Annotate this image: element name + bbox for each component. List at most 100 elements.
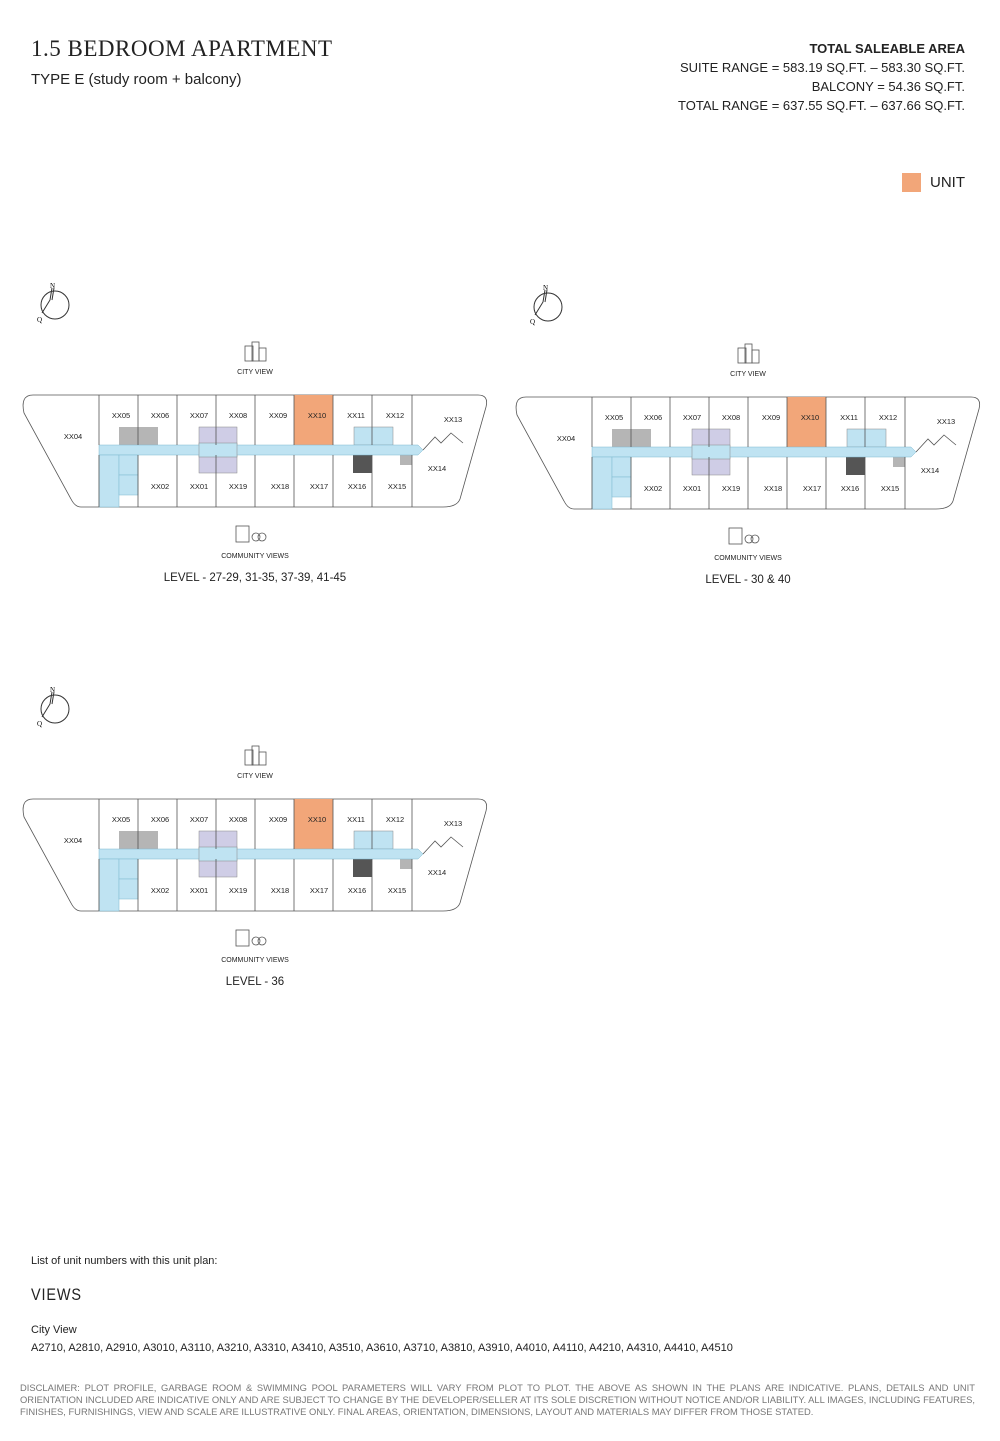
area-summary: TOTAL SALEABLE AREA SUITE RANGE = 583.19… [678, 39, 965, 115]
compass-circle [40, 290, 70, 320]
community-views-icon [235, 525, 267, 543]
building [728, 527, 743, 545]
stair [591, 456, 613, 510]
compass-icon: NQ [37, 686, 70, 728]
compass-q: Q [530, 318, 535, 326]
compass-needle [534, 289, 548, 316]
stair-landing [118, 454, 139, 476]
lift-lobby-center [198, 846, 238, 862]
area-heading: TOTAL SALEABLE AREA [809, 41, 965, 56]
garbage-room [119, 427, 158, 445]
unit-label: XX11 [840, 413, 858, 422]
compass-q: Q [37, 316, 42, 324]
unit-label: XX09 [762, 413, 780, 422]
unit-label: XX19 [229, 482, 247, 491]
community-views-icon [728, 527, 760, 545]
legend: UNIT [902, 173, 965, 192]
unit-label: XX10 [801, 413, 819, 422]
shaft [353, 455, 372, 473]
balcony-edge [422, 836, 464, 855]
unit-label: XX10 [308, 815, 326, 824]
compass-circle [40, 694, 70, 724]
unit-label: XX19 [722, 484, 740, 493]
unit-label: XX18 [271, 886, 289, 895]
unit-label: XX05 [605, 413, 623, 422]
shaft [846, 457, 865, 475]
total-range: TOTAL RANGE = 637.55 SQ.FT. – 637.66 SQ.… [678, 98, 965, 113]
unit-label: XX14 [428, 868, 446, 877]
tree [257, 936, 267, 946]
building [258, 347, 267, 362]
city-view-label: CITY VIEW [237, 773, 273, 780]
lift-lobby [846, 428, 887, 448]
unit-label: XX15 [388, 482, 406, 491]
tree [744, 534, 754, 544]
community-views-label: COMMUNITY VIEWS [221, 957, 289, 964]
stair-landing [118, 858, 139, 880]
balcony-edge [915, 434, 957, 453]
unit-label: XX13 [444, 819, 462, 828]
building [235, 525, 250, 543]
unit-label: XX17 [803, 484, 821, 493]
unit-label: XX12 [386, 815, 404, 824]
legend-label: UNIT [930, 174, 965, 191]
unit-label: XX18 [271, 482, 289, 491]
unit-label: XX18 [764, 484, 782, 493]
compass-icon: NQ [530, 284, 563, 326]
community-views-icon [235, 929, 267, 947]
unit-label: XX16 [348, 482, 366, 491]
service-room [893, 457, 905, 467]
garbage-room [612, 429, 651, 447]
unit-label: XX02 [151, 482, 169, 491]
community-views-label: COMMUNITY VIEWS [221, 553, 289, 560]
stair-landing [118, 878, 139, 900]
page-title: 1.5 BEDROOM APARTMENT [31, 36, 333, 61]
unit-label: XX12 [386, 411, 404, 420]
unit-label: XX08 [229, 411, 247, 420]
stair-landing [611, 456, 632, 478]
highlighted-unit-XX10 [294, 799, 333, 849]
unit-label: XX09 [269, 411, 287, 420]
city-view-unit-list: A2710, A2810, A2910, A3010, A3110, A3210… [31, 1342, 733, 1354]
page-subtitle: TYPE E (study room + balcony) [31, 71, 242, 88]
unit-label: XX08 [722, 413, 740, 422]
building [751, 349, 760, 364]
unit-label: XX05 [112, 411, 130, 420]
building [235, 929, 250, 947]
service-room [400, 859, 412, 869]
compass-icon: NQ [37, 282, 70, 324]
unit-label: XX01 [190, 886, 208, 895]
building [258, 751, 267, 766]
balcony-edge [422, 432, 464, 451]
building [737, 347, 747, 364]
unit-label: XX19 [229, 886, 247, 895]
unit-label: XX02 [151, 886, 169, 895]
shaft [353, 859, 372, 877]
unit-label: XX13 [444, 415, 462, 424]
building [244, 749, 254, 766]
highlighted-unit-XX10 [294, 395, 333, 445]
unit-label: XX14 [921, 466, 939, 475]
unit-label: XX04 [64, 836, 82, 845]
unit-label: XX04 [557, 434, 575, 443]
corridor [98, 444, 424, 456]
unit-label: XX06 [644, 413, 662, 422]
highlighted-unit-XX10 [787, 397, 826, 447]
corridor [591, 446, 917, 458]
legend-swatch [902, 173, 921, 192]
lift-lobby [353, 830, 394, 850]
unit-label: XX11 [347, 815, 365, 824]
unit-label: XX02 [644, 484, 662, 493]
building [244, 345, 254, 362]
unit-label: XX07 [190, 815, 208, 824]
lift-lobby [353, 426, 394, 446]
unit-label: XX09 [269, 815, 287, 824]
unit-label: XX16 [841, 484, 859, 493]
compass-n: N [543, 284, 548, 292]
